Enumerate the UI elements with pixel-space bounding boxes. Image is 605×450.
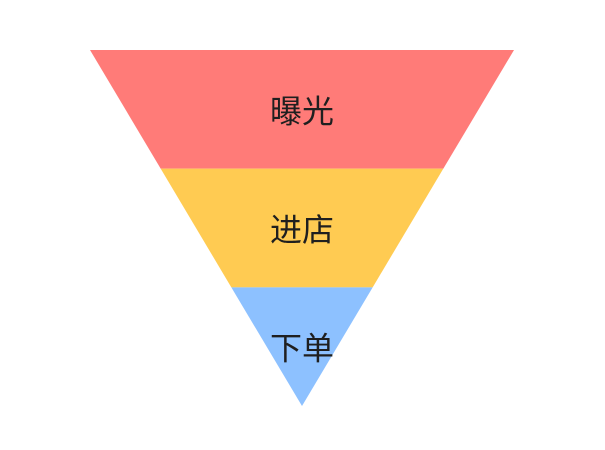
funnel-stage-3 — [231, 287, 373, 406]
funnel-stage-label-3: 下单 — [270, 330, 334, 368]
funnel-stage-1 — [90, 50, 514, 169]
funnel-stage-label-2: 进店 — [270, 211, 334, 249]
funnel-stage-2 — [160, 168, 444, 288]
funnel-stage-layer — [90, 50, 514, 406]
funnel-stage-label-1: 曝光 — [270, 92, 334, 130]
